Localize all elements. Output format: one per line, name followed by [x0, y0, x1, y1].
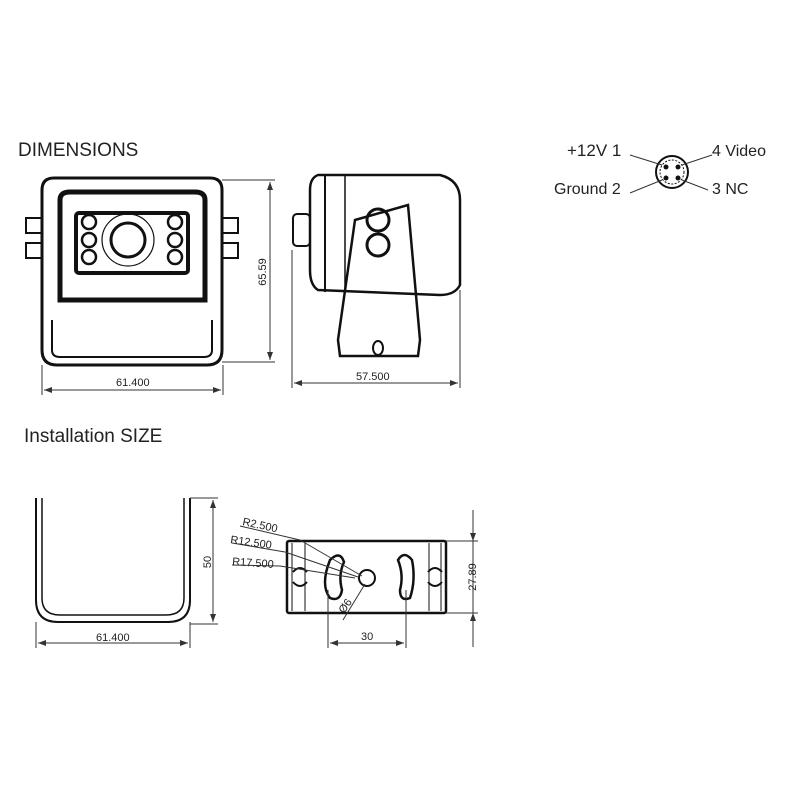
connector-pinout-icon: [629, 154, 713, 194]
plate-height-dim: 27.89: [467, 563, 479, 591]
dimensions-heading: DIMENSIONS: [18, 140, 139, 161]
radius-r2-5: R2.500: [241, 516, 278, 535]
side-view-drawing: [291, 173, 462, 388]
bracket-height-dim: 50: [202, 556, 214, 568]
side-depth-dim: 57.500: [356, 371, 390, 383]
radius-r12-5: R12.500: [230, 534, 273, 552]
front-view-drawing: [25, 176, 275, 395]
pin3-label: 3 NC: [712, 181, 749, 198]
pin2-label: Ground 2: [554, 181, 621, 198]
front-height-dim: 65.59: [257, 258, 269, 286]
installation-heading: Installation SIZE: [24, 426, 163, 447]
pin1-label: +12V 1: [567, 141, 622, 160]
radius-r17-5: R17.500: [232, 556, 274, 571]
slot-spacing-dim: 30: [361, 631, 373, 643]
front-width-dim: 61.400: [116, 377, 150, 389]
u-bracket-drawing: [35, 497, 218, 648]
base-plate-drawing: [231, 510, 478, 648]
pin4-label: 4 Video: [712, 143, 766, 160]
bracket-width-dim: 61.400: [96, 632, 130, 644]
